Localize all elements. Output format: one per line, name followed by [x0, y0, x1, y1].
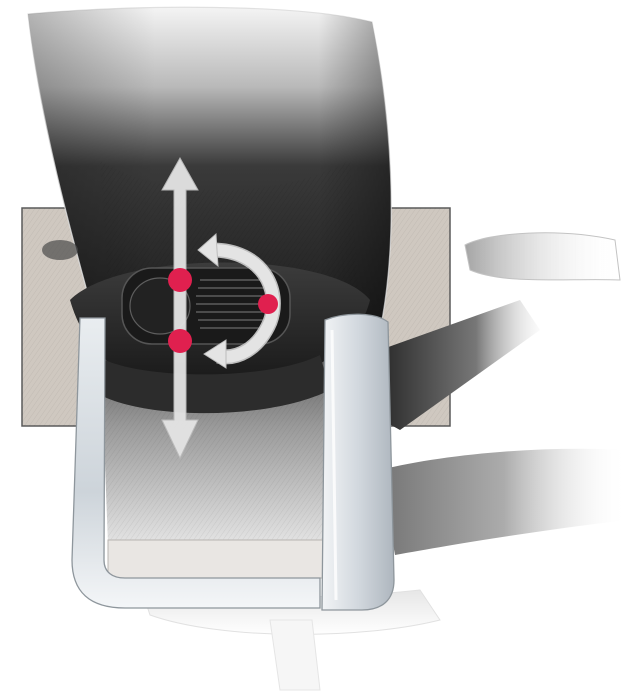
knob-grip-ridges — [196, 279, 266, 329]
curved-rotation-arrow-icon — [197, 232, 281, 369]
marker-right — [258, 294, 278, 314]
armrest — [380, 232, 621, 430]
double-headed-vertical-arrow-icon — [161, 156, 199, 460]
marker-bottom — [168, 329, 192, 353]
adjustment-markers — [168, 268, 278, 353]
metal-frame — [71, 313, 395, 611]
seat — [380, 448, 628, 555]
marker-top — [168, 268, 192, 292]
seat-cushion — [107, 539, 334, 579]
